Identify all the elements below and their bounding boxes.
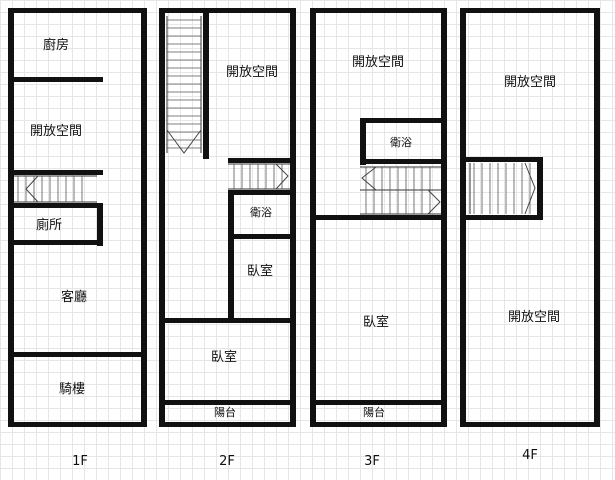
wall-4f-stair-bottom xyxy=(466,215,543,220)
room-label: 開放空間 xyxy=(30,124,82,139)
floor-label-1f: 1F xyxy=(72,454,88,469)
wall-3f-bath-left xyxy=(360,118,366,165)
room-label: 衛浴 xyxy=(250,206,272,219)
room-label: 臥室 xyxy=(211,349,237,365)
wall-3f-bedroom-top xyxy=(316,215,441,220)
wall-1f-kitchen xyxy=(14,77,103,82)
wall-3f-balcony xyxy=(316,400,441,405)
wall-2f-stair-divider xyxy=(203,13,209,159)
wall-1f-stair-bottom xyxy=(14,203,103,208)
wall-2f-top xyxy=(159,8,296,13)
wall-4f-bottom xyxy=(460,422,600,427)
room-label: 開放空間 xyxy=(508,310,560,325)
wall-2f-left xyxy=(159,8,165,427)
wall-2f-stair-bottom xyxy=(228,190,290,195)
room-label: 臥室 xyxy=(363,314,389,330)
room-label: 開放空間 xyxy=(226,65,278,80)
wall-4f-stair-top xyxy=(466,157,543,162)
wall-2f-balcony xyxy=(165,400,290,405)
room-label: 臥室 xyxy=(247,263,273,279)
wall-2f-bedroom-left xyxy=(228,190,234,323)
wall-3f-left xyxy=(310,8,316,427)
wall-4f-left xyxy=(460,8,466,427)
room-label: 陽台 xyxy=(363,405,385,419)
wall-3f-bath-bottom xyxy=(360,159,441,164)
wall-1f-arcade xyxy=(14,352,141,357)
wall-4f-right xyxy=(594,8,600,427)
wall-1f-toilet-right xyxy=(97,203,103,246)
wall-1f-bottom xyxy=(8,422,147,427)
wall-1f-toilet-bottom xyxy=(14,240,103,245)
floor-label-3f: 3F xyxy=(364,454,380,469)
wall-3f-bottom xyxy=(310,422,447,427)
staircase-2f-vertical xyxy=(166,16,202,154)
wall-3f-bath-top xyxy=(360,118,441,123)
wall-3f-top xyxy=(310,8,447,13)
staircase-4f xyxy=(469,162,536,215)
room-label: 廚房 xyxy=(43,37,69,53)
wall-2f-right xyxy=(290,8,296,427)
room-label: 開放空間 xyxy=(352,55,404,70)
floor-2f: 開放空間 衛浴 臥室 臥室 陽台 xyxy=(159,8,296,427)
floor-label-2f: 2F xyxy=(219,454,235,469)
room-label: 陽台 xyxy=(214,405,236,419)
wall-4f-stair-right xyxy=(537,157,543,220)
wall-2f-bottom xyxy=(159,422,296,427)
floor-1f: 廚房 開放空間 廁所 客廳 騎樓 xyxy=(8,8,147,427)
wall-1f-right xyxy=(141,8,147,427)
wall-4f-top xyxy=(460,8,600,13)
room-label: 客廳 xyxy=(61,289,87,305)
room-label: 廁所 xyxy=(36,217,62,233)
staircase-1f xyxy=(14,175,97,203)
wall-2f-bath-bottom xyxy=(234,234,290,239)
floor-label-4f: 4F xyxy=(522,448,538,463)
wall-2f-bedroom2-top xyxy=(165,318,290,323)
floor-3f: 開放空間 衛浴 臥室 陽台 xyxy=(310,8,447,427)
staircase-2f-horizontal xyxy=(228,163,290,190)
wall-1f-left xyxy=(8,8,14,427)
wall-2f-stair-top xyxy=(228,158,290,163)
floor-4f: 開放空間 開放空間 xyxy=(460,8,600,427)
room-label: 衛浴 xyxy=(390,136,412,149)
wall-1f-top xyxy=(8,8,147,13)
wall-1f-stair-top xyxy=(14,170,103,175)
wall-3f-right xyxy=(441,8,447,427)
room-label: 開放空間 xyxy=(504,75,556,90)
room-label: 騎樓 xyxy=(59,382,85,397)
staircase-3f xyxy=(360,166,441,215)
